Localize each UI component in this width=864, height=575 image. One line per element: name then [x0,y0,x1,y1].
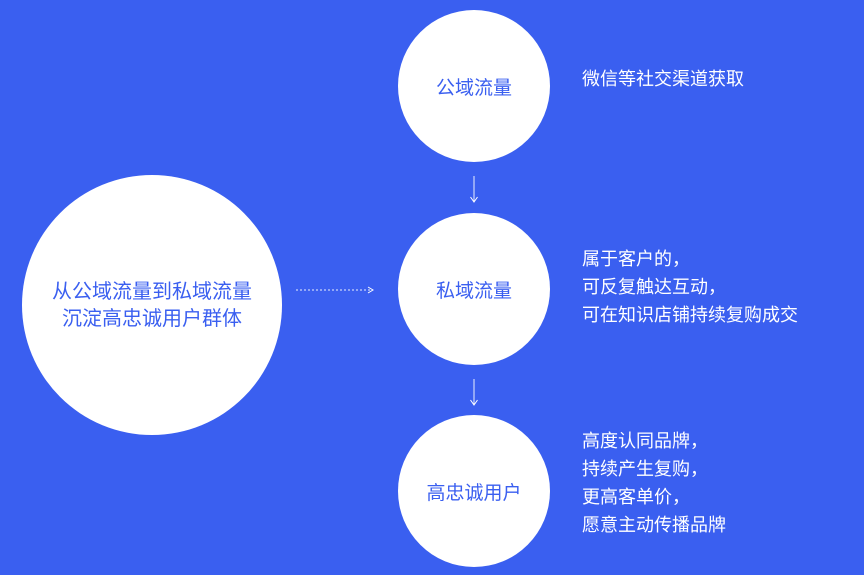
arrowhead-down-icon [470,399,478,406]
stage-description-public-traffic: 微信等社交渠道获取 [582,66,744,94]
stage-node-title: 私域流量 [435,279,512,302]
description-line: 微信等社交渠道获取 [582,69,744,90]
description-line: 可反复触达互动， [582,277,726,298]
arrowhead-right-icon [367,286,374,294]
description-line: 属于客户的， [582,249,690,270]
description-line: 高度认同品牌， [582,431,708,452]
description-line: 可在知识店铺持续复购成交 [582,305,798,326]
stage-description-private-traffic: 属于客户的， 可反复触达互动， 可在知识店铺持续复购成交 [582,246,798,330]
description-line: 持续产生复购， [582,459,708,480]
stage-node-private-traffic: 私域流量 [398,213,550,365]
main-node-line2: 沉淀高忠诚用户群体 [62,306,242,330]
stage-node-title: 公域流量 [435,76,512,99]
description-line: 更高客单价， [582,487,690,508]
stage-node-title: 高忠诚用户 [426,481,522,504]
main-node-text: 从公域流量到私域流量 沉淀高忠诚用户群体 [52,278,252,332]
arrowhead-down-icon [470,196,478,203]
description-line: 愿意主动传播品牌 [582,515,726,536]
stage-node-public-traffic: 公域流量 [398,10,550,162]
main-node-line1: 从公域流量到私域流量 [52,279,252,303]
main-node: 从公域流量到私域流量 沉淀高忠诚用户群体 [22,175,282,435]
stage-node-loyal-users: 高忠诚用户 [398,415,550,567]
stage-description-loyal-users: 高度认同品牌， 持续产生复购， 更高客单价， 愿意主动传播品牌 [582,428,726,540]
